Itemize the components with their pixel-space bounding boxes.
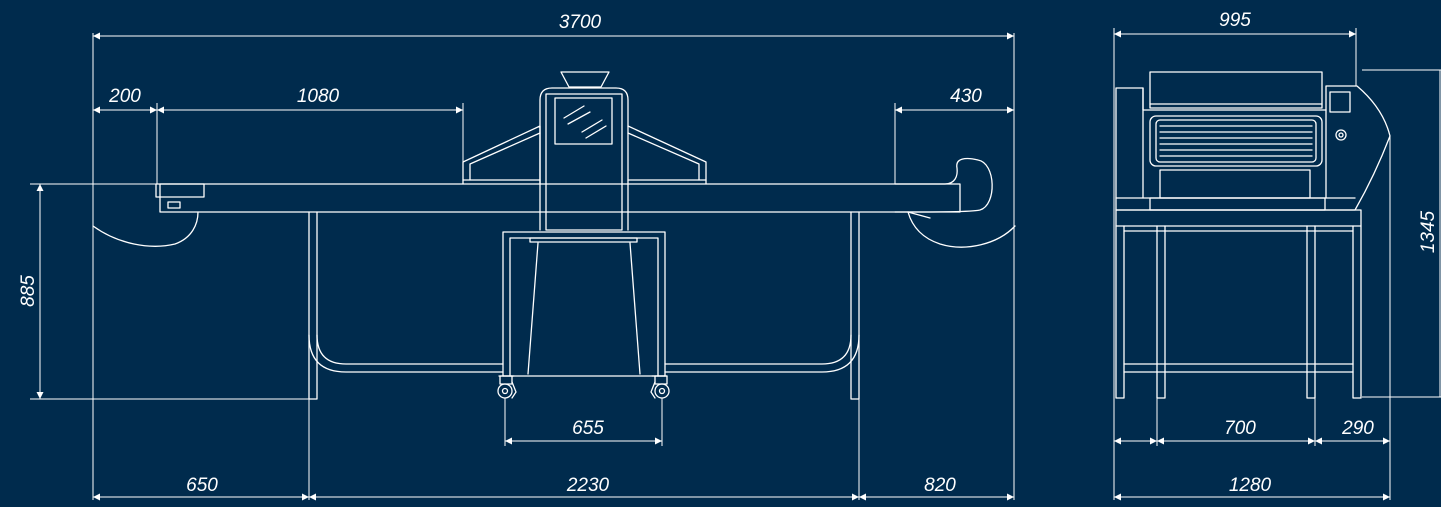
caster-right — [650, 375, 670, 399]
side-lower-box — [1159, 169, 1311, 199]
label-wheel-base: 655 — [572, 418, 604, 439]
table-top — [159, 183, 961, 213]
label-overall-length: 3700 — [559, 12, 602, 33]
side-stand-inner-left — [1156, 225, 1166, 399]
label-side-total: 1280 — [1229, 475, 1272, 496]
left-end-box — [155, 183, 205, 198]
window-glare — [563, 105, 585, 119]
label-left-offset: 200 — [108, 86, 141, 107]
side-stand-inner-right — [1306, 225, 1316, 399]
label-machine-height: 1345 — [1418, 210, 1439, 253]
left-leg — [308, 211, 318, 400]
left-end-latch — [167, 201, 181, 209]
stand-tray — [529, 237, 638, 243]
central-stand-inner — [509, 237, 659, 377]
label-left-leg: 650 — [186, 475, 218, 496]
side-roller-inner — [1155, 119, 1317, 163]
frame-tube-inner — [316, 334, 852, 365]
stand-brace — [527, 242, 539, 375]
window-glare — [581, 119, 603, 133]
left-wing-inner — [469, 132, 541, 181]
frame-tube-outer — [308, 334, 860, 373]
housing-inner — [545, 93, 623, 231]
central-housing — [539, 87, 629, 231]
label-side-top-width: 995 — [1219, 10, 1251, 31]
window-glare — [567, 111, 591, 125]
side-table-rail — [1149, 197, 1326, 211]
label-side-frame: 700 — [1224, 418, 1256, 439]
side-top-cover — [1149, 71, 1323, 109]
caster-left — [497, 375, 517, 399]
side-stand-left-leg — [1115, 225, 1125, 399]
label-right-end: 430 — [950, 86, 982, 107]
label-right-leg: 820 — [924, 475, 956, 496]
hopper — [560, 71, 610, 88]
right-wing-inner — [627, 132, 700, 181]
right-end-roll — [894, 157, 993, 213]
right-catch-bowl — [907, 211, 1016, 248]
front-dimensions: 3700 200 1080 430 885 655 650 2230 820 — [18, 12, 1015, 501]
label-table-height: 885 — [18, 275, 39, 307]
side-roller-frame — [1149, 115, 1323, 167]
side-control-panel — [1329, 91, 1351, 113]
side-main-body — [1115, 85, 1391, 211]
right-wing-outer — [627, 125, 707, 185]
right-leg — [850, 211, 860, 400]
label-left-conveyor: 1080 — [297, 86, 340, 107]
right-catch-bowl-rim — [907, 211, 931, 219]
left-catch-bowl — [92, 211, 199, 247]
left-wing-outer — [462, 125, 541, 185]
side-dimensions: 995 1345 700 290 1280 — [1113, 10, 1441, 501]
side-control-knob — [1335, 129, 1347, 141]
housing-window — [554, 97, 613, 145]
label-leg-span: 2230 — [566, 475, 610, 496]
stand-brace — [629, 242, 641, 375]
central-stand-outer — [502, 231, 666, 377]
window-glare — [585, 125, 607, 139]
front-view — [92, 71, 1016, 400]
side-control-knob-center — [1338, 132, 1344, 138]
label-side-right: 290 — [1341, 418, 1374, 439]
side-view — [1115, 71, 1391, 399]
side-table-plate — [1115, 209, 1362, 227]
side-roller-lines — [1159, 125, 1313, 157]
side-stand-right-leg — [1352, 225, 1362, 399]
